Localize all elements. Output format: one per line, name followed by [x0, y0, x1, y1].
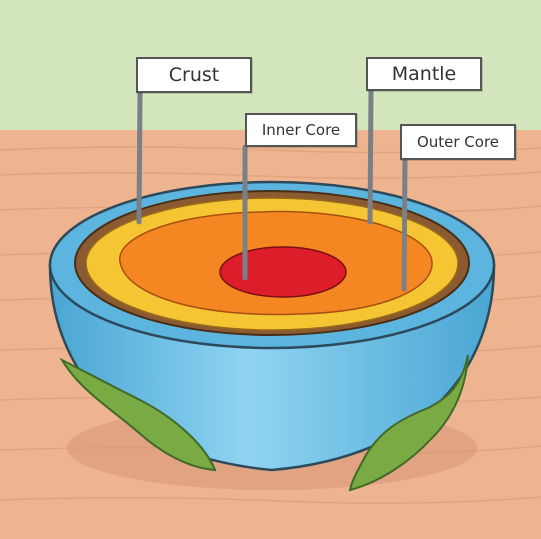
mantle-label: Mantle: [366, 57, 482, 91]
crust-label: Crust: [136, 57, 252, 93]
outer-core-flag-pole: [404, 160, 405, 289]
mantle-flag-pole: [370, 91, 371, 222]
outer-core-label: Outer Core: [400, 124, 516, 160]
crust-flag-pole: [139, 93, 140, 222]
inner-core-label: Inner Core: [245, 113, 357, 147]
inner-core-layer: [220, 247, 346, 297]
